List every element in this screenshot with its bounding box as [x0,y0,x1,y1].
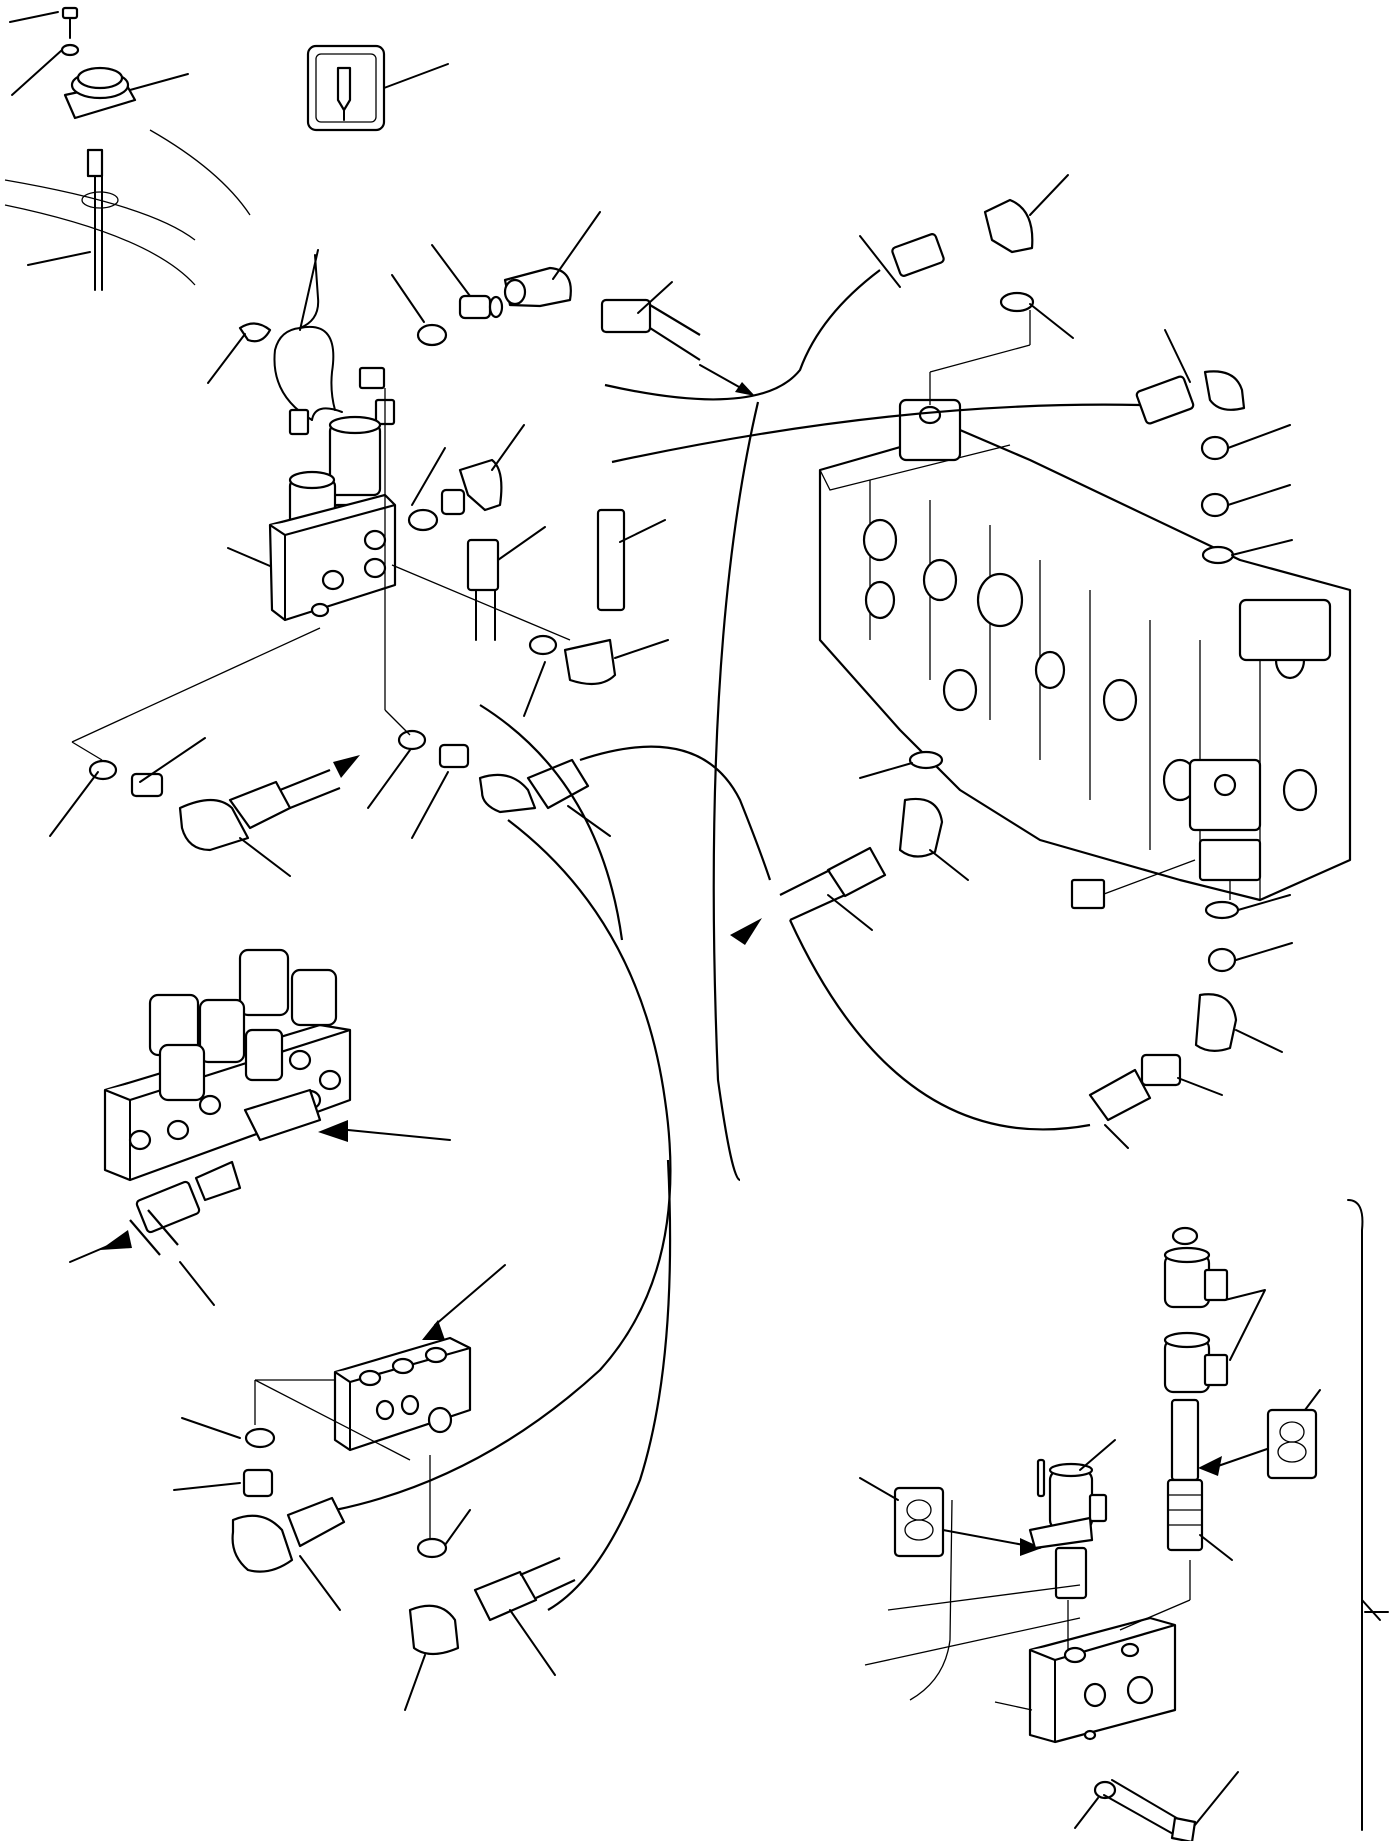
leader-line [859,762,913,779]
solenoid-valve-block [207,249,397,622]
screw-part [61,6,79,39]
leader-line [9,11,59,23]
fitting-stack-top-right [604,174,1293,565]
leader-line [49,771,99,837]
leader-line [434,1264,506,1326]
leader-line [1079,1439,1116,1471]
leader-line [491,424,525,471]
leader-line [404,1654,426,1711]
leader-line [239,837,291,877]
manifold-block [254,1264,506,1540]
leader-line [179,1261,215,1306]
fitting-stack-bottom-center [404,1509,576,1711]
sender-unit-part [81,148,119,291]
leader-line [383,63,449,89]
leader-line [299,249,319,331]
leader-line [1074,1797,1099,1829]
leader-line [859,1477,899,1501]
leader-line [614,639,669,659]
cover-plate-assembly [4,6,251,291]
leader-line [567,805,611,837]
fitting-stack-bottom-right [730,750,1293,1149]
leader-line [552,211,601,280]
leader-line [299,1555,341,1611]
leader-line [11,49,63,96]
main-control-valve [818,398,1352,910]
fitting-elbow-top [391,211,755,396]
leader-line [431,244,471,297]
leader-line [181,1417,241,1439]
multi-solenoid-valve [69,948,451,1306]
leader-line [27,251,91,266]
leader-line [827,894,873,931]
fitting-stack-bottom-left [173,1417,346,1611]
leader-line [1235,942,1293,961]
o-ring-part [416,323,448,347]
leader-line [411,771,449,839]
leader-line [129,73,189,91]
leader-line [347,1129,451,1141]
leader-line [173,1482,241,1491]
hose-assembly-left [49,627,360,877]
leader-line [411,447,446,506]
leader-line [497,526,546,561]
sealant-tube-icon [893,1486,945,1558]
leader-line [1231,539,1293,556]
leader-line [1177,1077,1223,1096]
leader-line [1199,1534,1233,1561]
cover-flange-part [63,66,137,120]
leader-line [1194,1771,1239,1826]
leader-line [509,1609,556,1676]
sealant-tube-icon [1266,1408,1318,1480]
hose-assembly-center [334,388,772,1611]
leader-line [1304,1389,1321,1411]
leader-line [1104,1124,1129,1149]
leader-line [367,749,411,809]
leader-line [523,661,546,717]
leader-line [1227,424,1291,449]
hose-routes-center [479,401,760,1182]
fitting-elbow-middle [391,424,669,717]
leader-line [1237,894,1291,911]
leader-line [1029,303,1074,339]
washer-part [60,43,80,57]
leader-line [929,849,969,881]
leader-line [1227,484,1291,506]
leader-line [637,281,673,314]
leader-line [859,235,901,288]
pen-symbol-icon [306,44,449,132]
leader-line [1235,1029,1283,1053]
leader-line [1029,174,1069,216]
leader-line [619,519,666,543]
leader-line [444,1509,471,1546]
leader-line [1164,329,1191,383]
leader-line [139,737,206,783]
solenoid-cartridge-group [859,1199,1389,1841]
leader-line [207,333,246,384]
leader-line [391,274,425,323]
leader-line [227,547,271,567]
